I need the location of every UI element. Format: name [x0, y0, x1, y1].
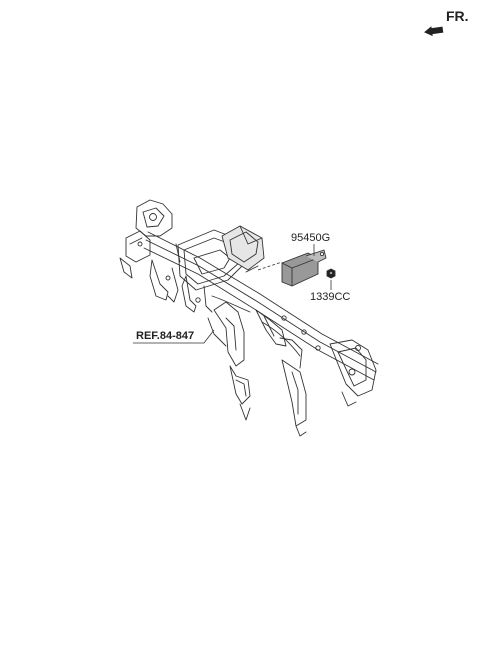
control-module-95450G [281, 249, 327, 287]
reference-label[interactable]: REF.84-847 [136, 330, 195, 342]
cowl-cross-bar-assembly [119, 199, 379, 437]
front-direction-arrow-icon [424, 26, 444, 37]
part-number-module[interactable]: 95450G [291, 232, 331, 244]
part-number-nut[interactable]: 1339CC [310, 291, 351, 303]
nut-1339CC [326, 268, 336, 279]
leader-module-dashed [257, 261, 283, 271]
front-direction-label: FR. [446, 8, 469, 24]
leader-lines [133, 244, 332, 344]
leader-ref [133, 329, 215, 344]
